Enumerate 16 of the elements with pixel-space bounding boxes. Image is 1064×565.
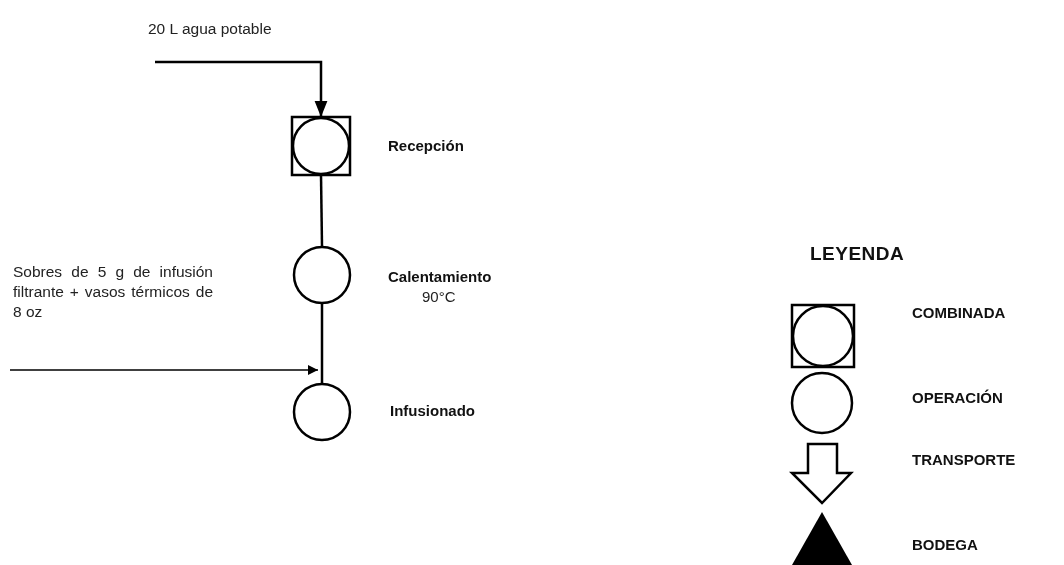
operation-circle — [291, 381, 353, 443]
legend-label: COMBINADA — [912, 304, 1006, 322]
legend-label: OPERACIÓN — [912, 389, 1003, 407]
legend-title: LEYENDA — [810, 243, 905, 266]
step-label: Infusionado — [390, 402, 475, 420]
combined-operation-symbol — [290, 115, 352, 177]
step-label: Recepción — [388, 137, 464, 155]
input-label: Sobres de 5 g de infusión filtrante + vasos térmicos de 8 oz — [13, 262, 213, 323]
legend-label: BODEGA — [912, 536, 978, 554]
operation-circle — [291, 244, 353, 306]
step-note: 90°C — [422, 288, 456, 306]
legend-label: TRANSPORTE — [912, 451, 1016, 469]
arrow — [155, 60, 328, 117]
arrow — [9, 365, 319, 375]
input-label: 20 L agua potable — [148, 19, 273, 39]
step-label: Calentamiento — [388, 268, 492, 286]
